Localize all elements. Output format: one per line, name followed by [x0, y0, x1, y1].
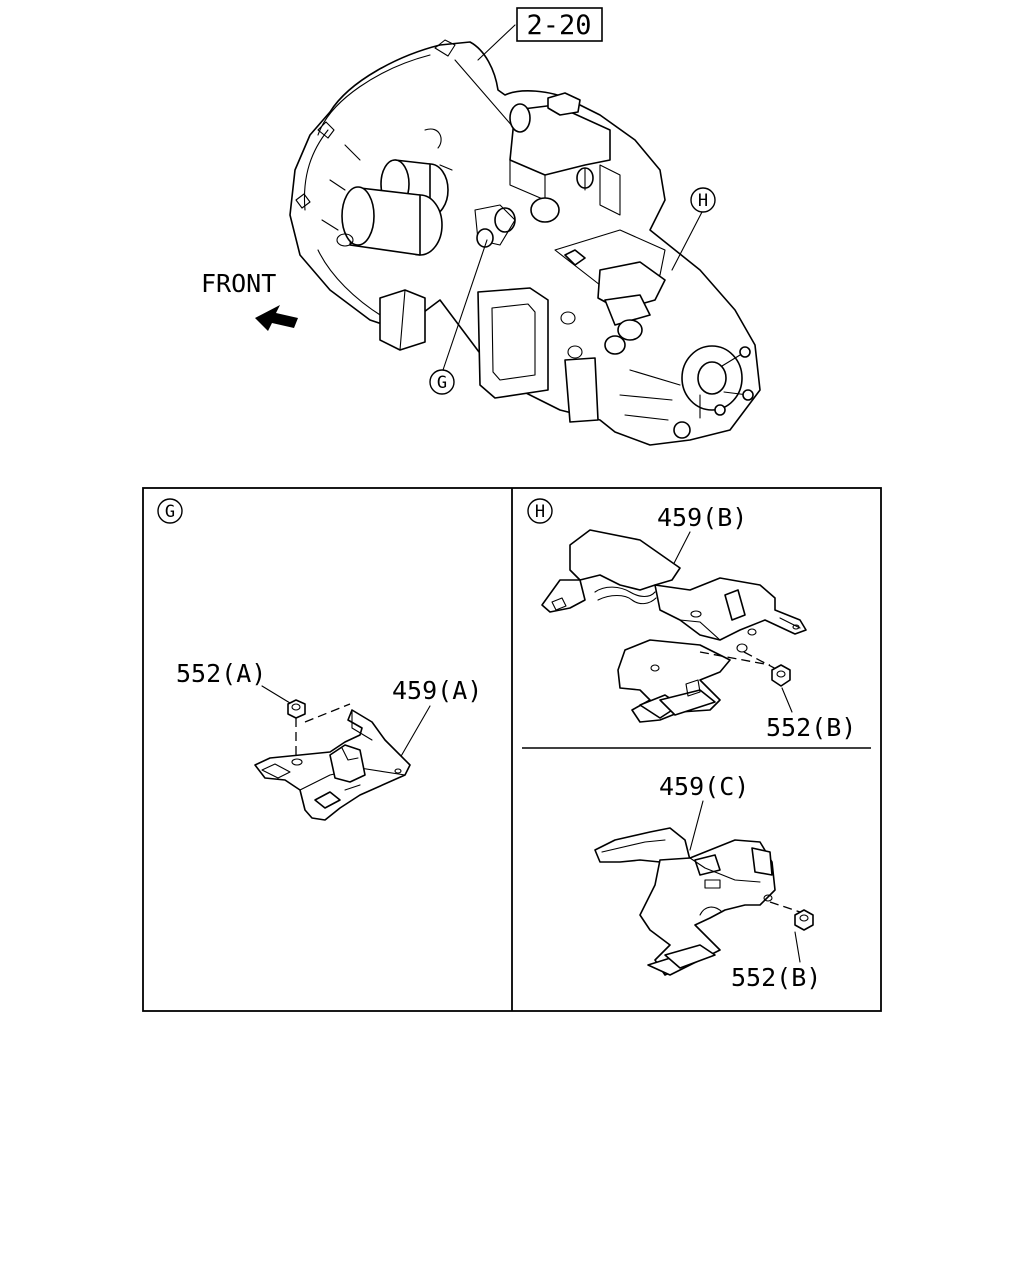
detail-g-nut-label: 552(A) — [176, 659, 266, 688]
detail-h-lower-bracket-label: 459(C) — [659, 772, 749, 801]
transmission-assembly — [289, 24, 761, 446]
front-label: FRONT — [201, 269, 276, 298]
nut-552a-icon — [287, 699, 306, 719]
detail-h-marker: H — [535, 502, 545, 522]
detail-g-bracket-label: 459(A) — [392, 676, 482, 705]
detail-h-upper: H 459(B) 552(B) — [527, 498, 856, 742]
front-arrow-icon — [255, 305, 298, 331]
bracket-459b-icon — [541, 529, 807, 723]
detail-h-bracket-label: 459(B) — [657, 503, 747, 532]
detail-h-lower-nut-label: 552(B) — [731, 963, 821, 992]
detail-h-lower: 459(C) 552(B) — [594, 772, 821, 992]
callout-g-letter: G — [437, 373, 447, 393]
front-indicator: FRONT — [201, 269, 298, 331]
bracket-459c-icon — [594, 827, 801, 976]
reference-number: 2-20 — [526, 10, 591, 41]
bracket-459a-icon — [254, 709, 411, 821]
detail-frames — [142, 487, 882, 1012]
nut-552b-upper-icon — [771, 664, 791, 687]
callout-h-letter: H — [698, 191, 708, 211]
callout-g: G — [429, 369, 455, 395]
detail-h-nut-label: 552(B) — [766, 713, 856, 742]
nut-552b-lower-icon — [794, 909, 814, 931]
detail-g-marker: G — [165, 502, 175, 522]
callout-h: H — [690, 187, 716, 213]
detail-g: G 552(A) 459(A) — [157, 498, 482, 821]
reference-box: 2-20 — [516, 7, 603, 42]
